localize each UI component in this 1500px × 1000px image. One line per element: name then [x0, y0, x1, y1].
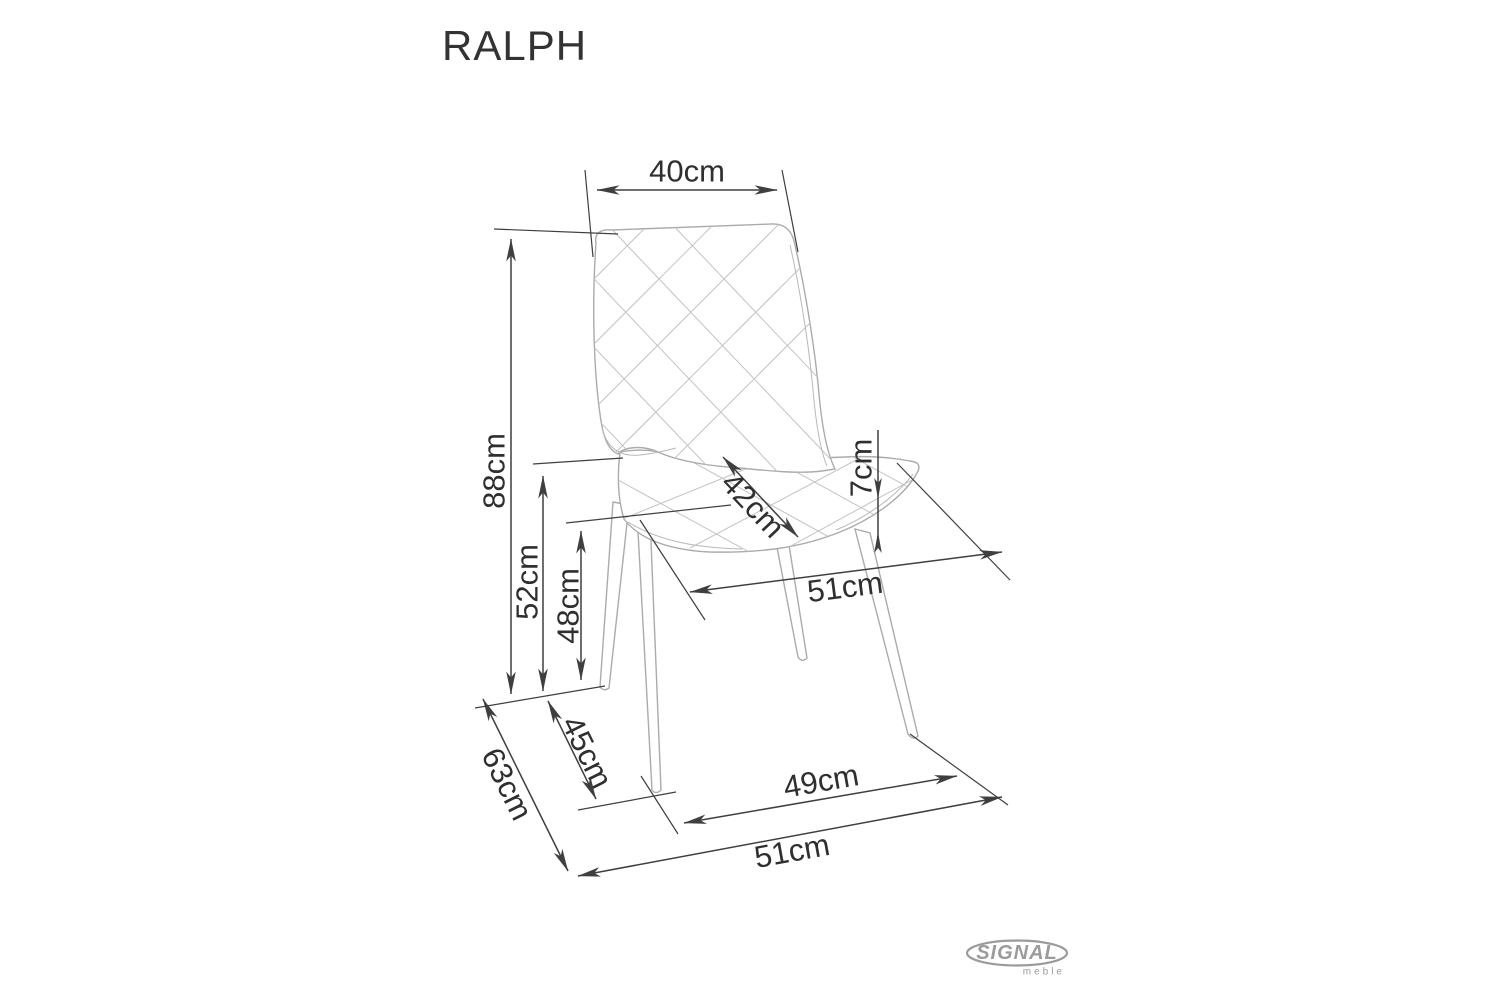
label-cushion-thickness: 7cm: [844, 439, 879, 498]
label-seat-back-height: 52cm: [510, 544, 545, 620]
logo-subtitle-text: meble: [1023, 967, 1065, 978]
dim-line-seat-width: [689, 550, 1003, 594]
backrest-edge-seam: [789, 244, 828, 467]
dim-line-seat-depth: [547, 700, 597, 800]
dim-line-base-depth: [577, 796, 1003, 877]
chair-leg-front-right: [854, 528, 919, 739]
label-seat-height: 48cm: [551, 568, 586, 644]
label-back-width: 40cm: [649, 154, 725, 189]
label-base-depth: 51cm: [752, 827, 833, 875]
label-seat-width: 51cm: [805, 565, 885, 609]
label-seat-depth: 45cm: [554, 710, 619, 793]
chair-backrest: [593, 223, 837, 473]
seat-front-seam: [627, 521, 743, 550]
brand-logo: SIGNAL meble: [965, 939, 1069, 978]
seat-side-seam: [835, 473, 914, 531]
label-total-height: 88cm: [477, 433, 512, 509]
chair-leg-back-right: [775, 541, 808, 661]
dim-line-seat-diagonal: [722, 456, 799, 538]
label-total-depth: 63cm: [474, 742, 539, 825]
chair-leg-front-left: [599, 501, 630, 691]
back-seat-curl: [601, 427, 677, 456]
label-leg-span: 49cm: [781, 757, 862, 805]
logo-outline: [965, 939, 1069, 967]
chair-leg-back-left: [636, 512, 662, 794]
dimension-lines: [482, 185, 1003, 877]
page-title: RALPH: [442, 22, 588, 69]
logo-brand-text: SIGNAL: [976, 942, 1058, 964]
dim-line-total-depth: [482, 698, 569, 872]
